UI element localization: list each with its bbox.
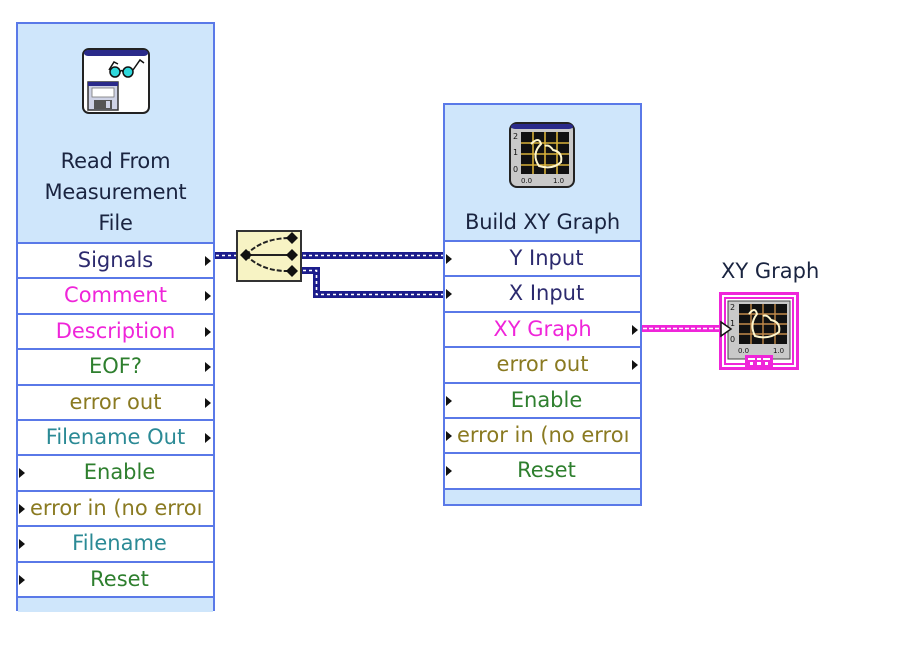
input-dot-icon bbox=[240, 249, 252, 261]
terminal-reset[interactable]: Reset bbox=[18, 560, 213, 596]
xy-graph-indicator-label: XY Graph bbox=[721, 259, 820, 283]
terminal-signals[interactable]: Signals bbox=[18, 242, 213, 278]
terminal-label: Enable bbox=[83, 460, 156, 485]
terminal-label: Filename bbox=[72, 531, 167, 556]
title-line-3: File bbox=[98, 211, 133, 235]
wire-split-to-y-input[interactable] bbox=[302, 252, 444, 259]
terminal-xy-graph[interactable]: XY Graph bbox=[445, 310, 640, 347]
terminal-label: Signals bbox=[77, 248, 154, 272]
terminal-label: error in (no erroı bbox=[457, 422, 630, 447]
axis-tick-label: 1 bbox=[730, 319, 735, 328]
input-terminal-icon bbox=[720, 320, 733, 338]
node-footer bbox=[18, 595, 213, 612]
input-arrow-icon bbox=[446, 289, 452, 300]
output-dot-icon bbox=[286, 249, 298, 261]
terminal-comment[interactable]: Comment bbox=[18, 277, 213, 313]
terminal-filename[interactable]: Filename bbox=[18, 525, 213, 561]
terminal-label: Y Input bbox=[509, 246, 584, 270]
input-arrow-icon bbox=[19, 574, 25, 585]
input-arrow-icon bbox=[19, 539, 25, 550]
terminal-label: X Input bbox=[508, 281, 585, 306]
output-arrow-icon bbox=[205, 362, 211, 373]
axis-tick-label: 0 bbox=[730, 335, 735, 344]
axis-tick-label: 2 bbox=[730, 303, 735, 312]
terminal-label: EOF? bbox=[88, 354, 143, 379]
axis-tick-label: 0.0 bbox=[738, 347, 749, 355]
terminal-reset[interactable]: Reset bbox=[445, 452, 640, 488]
split-signals-node[interactable] bbox=[236, 230, 302, 282]
output-arrow-icon bbox=[205, 291, 211, 302]
xy-graph-indicator[interactable]: 2 1 0 0.0 1.0 bbox=[719, 292, 799, 370]
terminal-error-in[interactable]: error in (no erroı bbox=[18, 489, 213, 526]
title-line-1: Read From bbox=[60, 149, 171, 173]
wire-split-to-x-input[interactable] bbox=[302, 267, 444, 298]
output-dot-icon bbox=[286, 232, 298, 244]
terminal-description[interactable]: Description bbox=[18, 312, 213, 349]
xy-graph-icon: 2 1 0 0.0 1.0 bbox=[509, 122, 575, 188]
terminal-label: Comment bbox=[64, 283, 167, 308]
svg-text:2: 2 bbox=[513, 132, 518, 141]
svg-text:0.0: 0.0 bbox=[521, 177, 532, 185]
build-xy-graph-node[interactable]: 2 1 0 0.0 1.0 Build XY Graph Y Input X I… bbox=[443, 103, 642, 506]
node-title: Read From Measurement File bbox=[18, 146, 213, 239]
output-dot-icon bbox=[286, 265, 298, 277]
svg-text:1.0: 1.0 bbox=[553, 177, 564, 185]
terminal-eof[interactable]: EOF? bbox=[18, 348, 213, 384]
input-arrow-icon bbox=[446, 395, 452, 406]
wire-xy-graph-to-indicator[interactable] bbox=[642, 325, 720, 332]
terminal-label: Reset bbox=[90, 566, 149, 591]
output-arrow-icon bbox=[632, 360, 638, 371]
terminal-label: Enable bbox=[510, 387, 583, 412]
output-arrow-icon bbox=[205, 432, 211, 443]
output-arrow-icon bbox=[205, 397, 211, 408]
input-arrow-icon bbox=[446, 430, 452, 441]
node-header: Read From Measurement File bbox=[18, 24, 213, 242]
terminal-enable[interactable]: Enable bbox=[18, 454, 213, 490]
terminal-enable[interactable]: Enable bbox=[445, 381, 640, 417]
output-arrow-icon bbox=[205, 256, 211, 266]
axis-tick-label: 1.0 bbox=[773, 347, 784, 355]
terminal-error-out[interactable]: error out bbox=[18, 383, 213, 419]
input-arrow-icon bbox=[19, 503, 25, 514]
svg-text:0: 0 bbox=[513, 165, 518, 174]
wire-signals-to-split[interactable] bbox=[215, 252, 237, 259]
terminal-error-in[interactable]: error in (no erroı bbox=[445, 416, 640, 453]
terminal-label: XY Graph bbox=[493, 316, 592, 341]
input-arrow-icon bbox=[446, 466, 452, 477]
terminal-label: error out bbox=[69, 389, 162, 414]
read-from-measurement-file-node[interactable]: Read From Measurement File Signals Comme… bbox=[16, 22, 215, 612]
terminal-filename-out[interactable]: Filename Out bbox=[18, 418, 213, 455]
terminal-error-out[interactable]: error out bbox=[445, 346, 640, 382]
node-header: 2 1 0 0.0 1.0 Build XY Graph bbox=[445, 105, 640, 240]
title-line-2: Measurement bbox=[44, 180, 187, 204]
input-arrow-icon bbox=[446, 254, 452, 264]
terminal-label: Description bbox=[55, 318, 176, 343]
terminal-x-input[interactable]: X Input bbox=[445, 275, 640, 311]
input-arrow-icon bbox=[19, 468, 25, 479]
terminal-label: Reset bbox=[517, 458, 576, 483]
svg-text:1: 1 bbox=[513, 148, 518, 157]
terminal-label: error in (no erroı bbox=[30, 495, 203, 520]
output-arrow-icon bbox=[632, 324, 638, 335]
node-footer bbox=[445, 487, 640, 504]
node-title: Build XY Graph bbox=[465, 210, 620, 234]
output-arrow-icon bbox=[205, 326, 211, 337]
terminal-label: Filename Out bbox=[45, 424, 186, 449]
read-measurement-file-icon bbox=[82, 48, 150, 114]
terminal-label: error out bbox=[496, 352, 589, 377]
terminal-y-input[interactable]: Y Input bbox=[445, 240, 640, 276]
